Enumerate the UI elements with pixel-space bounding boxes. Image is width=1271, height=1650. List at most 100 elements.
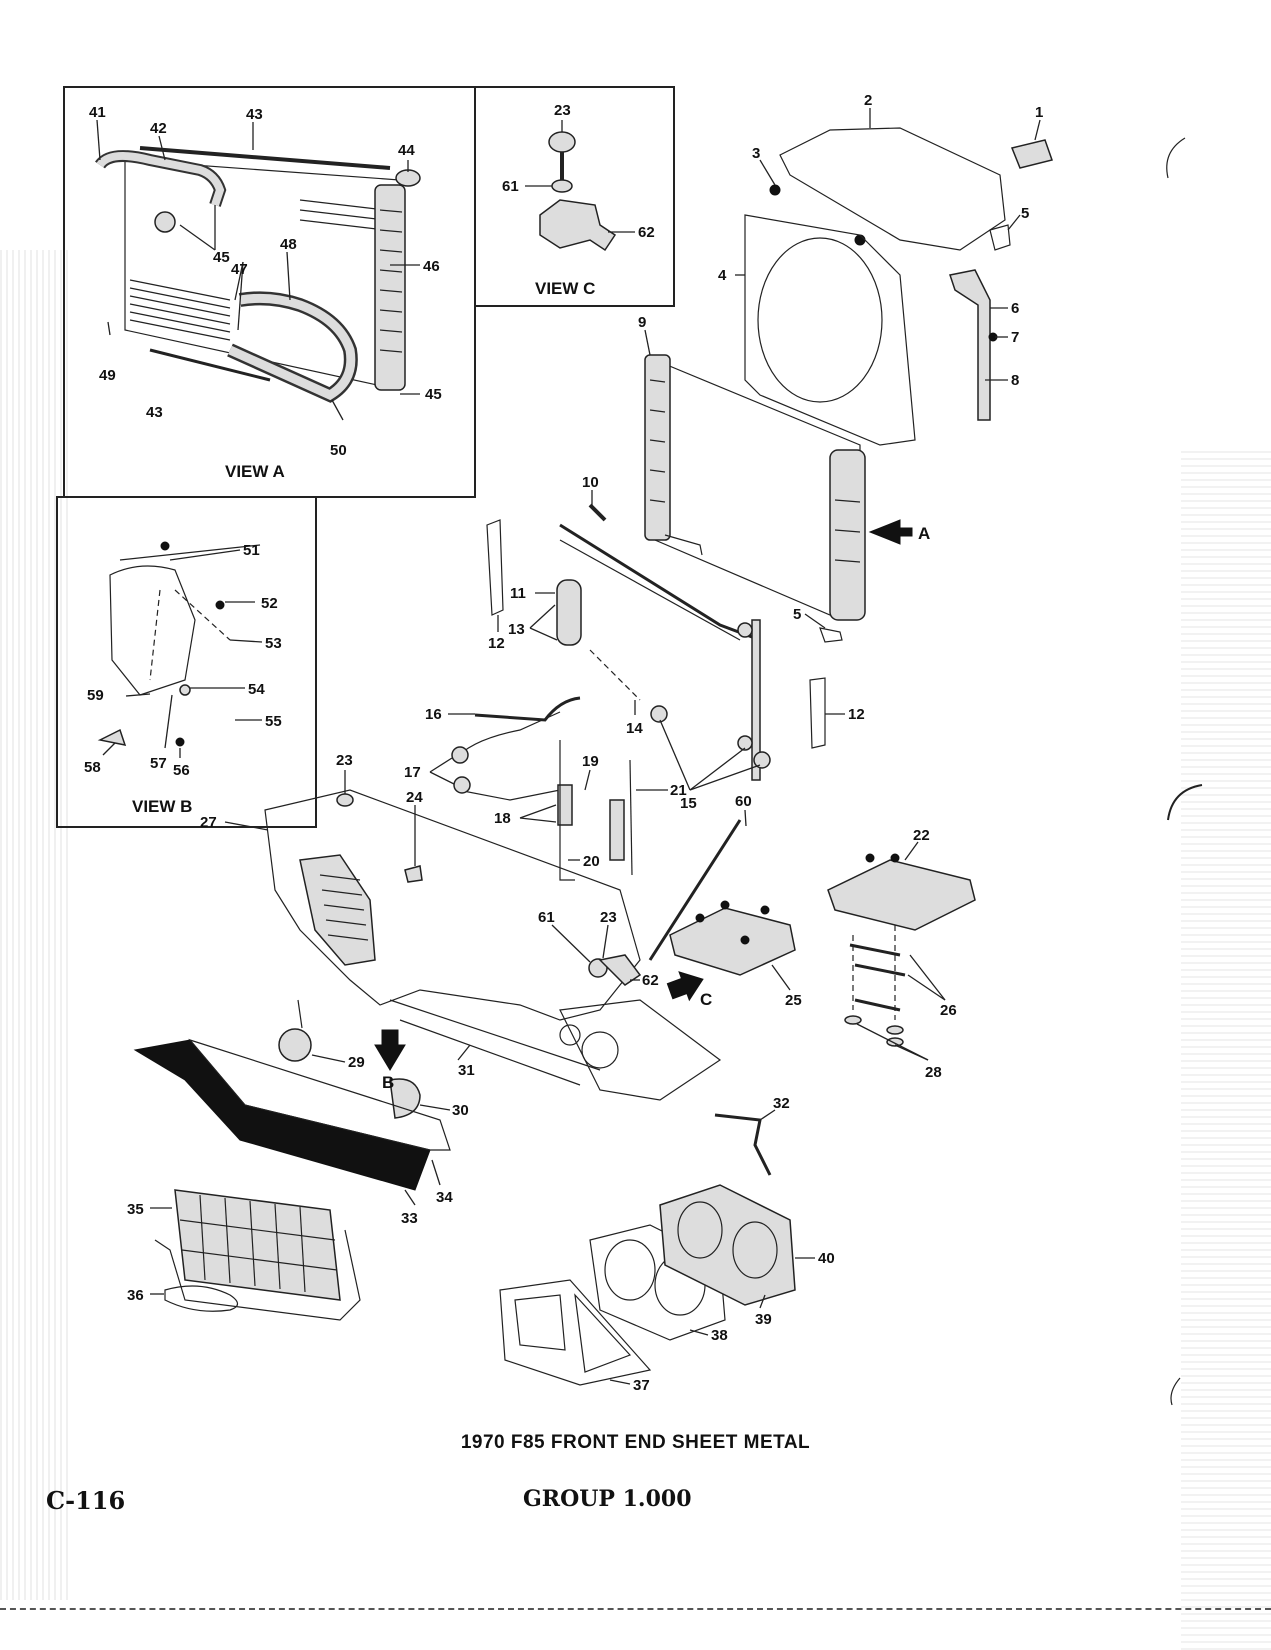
part-22-battery-tray — [827, 859, 976, 931]
callout-12-left: 12 — [488, 635, 505, 652]
callout-52: 52 — [261, 595, 278, 612]
callout-36: 36 — [127, 1287, 144, 1304]
arrow-a-letter: A — [918, 524, 930, 543]
radiator-support — [224, 770, 722, 1119]
part-4-fan-shroud — [744, 214, 916, 446]
callout-3: 3 — [752, 145, 760, 162]
arrow-c-letter: C — [700, 990, 712, 1009]
callout-47: 47 — [231, 261, 248, 278]
view-b-inset: 51 52 53 54 55 56 57 58 59 VIEW B — [56, 496, 317, 828]
callout-26: 26 — [940, 1002, 957, 1019]
diagram-caption: 1970 F85 FRONT END SHEET METAL — [460, 1432, 811, 1453]
radiator-cap — [395, 169, 421, 187]
view-c-bracket — [539, 199, 617, 252]
part-34-hood-lock-support — [188, 1038, 451, 1151]
callout-1: 1 — [1035, 104, 1043, 121]
margin-mark — [1167, 784, 1203, 821]
callout-60: 60 — [735, 793, 752, 810]
part-11-receiver-drier — [556, 579, 582, 646]
view-a-label: VIEW A — [225, 462, 285, 481]
callout-61-support: 61 — [538, 909, 555, 926]
callout-21: 21 — [670, 782, 687, 799]
callout-46: 46 — [423, 258, 440, 275]
callout-14: 14 — [626, 720, 643, 737]
callout-45-upper: 45 — [213, 249, 230, 266]
part-38-headlamp-housing — [589, 1224, 726, 1341]
callout-55: 55 — [265, 713, 282, 730]
part-27-radiator-support — [264, 789, 641, 1021]
callout-12-right: 12 — [848, 706, 865, 723]
battery-tray-assembly — [669, 841, 976, 1061]
callout-27: 27 — [200, 814, 217, 831]
arrow-a-pointer — [868, 519, 913, 545]
part-29-horn — [278, 1028, 312, 1062]
view-a-inset: 41 42 43 44 45 46 47 48 49 43 45 50 VIEW… — [63, 86, 476, 498]
callout-8: 8 — [1011, 372, 1019, 389]
bottom-rule — [0, 1608, 1271, 1610]
callout-28: 28 — [925, 1064, 942, 1081]
part-2-fan-shroud-upper — [779, 127, 1006, 251]
callout-58: 58 — [84, 759, 101, 776]
callout-20: 20 — [583, 853, 600, 870]
callout-40: 40 — [818, 1250, 835, 1267]
callout-11: 11 — [510, 585, 526, 602]
group-number: GROUP 1.000 — [523, 1486, 692, 1512]
callout-57: 57 — [150, 755, 167, 772]
callout-62-view-c: 62 — [638, 224, 655, 241]
callout-61-view-c: 61 — [502, 178, 519, 195]
callout-51: 51 — [243, 542, 260, 559]
callout-44: 44 — [398, 142, 415, 159]
arrow-c-pointer — [666, 971, 704, 1002]
callout-17: 17 — [404, 764, 421, 781]
scan-noise-left — [0, 250, 70, 1600]
callout-22: 22 — [913, 827, 930, 844]
part-30-horn — [389, 1078, 421, 1119]
part-39-headlamps — [659, 1184, 796, 1306]
arrow-b-letter: B — [382, 1073, 394, 1092]
callout-42: 42 — [150, 120, 167, 137]
view-b-label: VIEW B — [132, 797, 192, 816]
callout-53: 53 — [265, 635, 282, 652]
callout-37: 37 — [633, 1377, 650, 1394]
view-c-inset: 23 61 62 VIEW C — [474, 86, 675, 307]
callout-9: 9 — [638, 314, 646, 331]
callout-31: 31 — [458, 1062, 475, 1079]
callout-5-lower: 5 — [793, 606, 801, 623]
callout-10: 10 — [582, 474, 599, 491]
part-36-emblem — [164, 1285, 239, 1312]
washer-reservoir — [109, 565, 196, 696]
callout-33: 33 — [401, 1210, 418, 1227]
margin-mark — [1166, 137, 1186, 179]
callout-43-bottom: 43 — [146, 404, 163, 421]
part-37-headlamp-bezel — [499, 1279, 652, 1386]
part-25-battery-tray-lower — [669, 907, 796, 976]
callout-43-top: 43 — [246, 106, 263, 123]
callout-18: 18 — [494, 810, 511, 827]
bumper-pad — [548, 131, 576, 153]
callout-7: 7 — [1011, 329, 1019, 346]
callout-45-lower: 45 — [425, 386, 442, 403]
callout-25: 25 — [785, 992, 802, 1009]
part-35-grille — [174, 1189, 341, 1301]
callout-39: 39 — [755, 1311, 772, 1328]
callout-50: 50 — [330, 442, 347, 459]
callout-38: 38 — [711, 1327, 728, 1344]
callout-2: 2 — [864, 92, 872, 109]
callout-15: 15 — [680, 795, 697, 812]
callout-29: 29 — [348, 1054, 365, 1071]
callout-13: 13 — [508, 621, 525, 638]
callout-32: 32 — [773, 1095, 790, 1112]
callout-56: 56 — [173, 762, 190, 779]
callout-49: 49 — [99, 367, 116, 384]
callout-6: 6 — [1011, 300, 1019, 317]
margin-mark — [1170, 1377, 1181, 1406]
callout-34: 34 — [436, 1189, 453, 1206]
callout-23-support: 23 — [336, 752, 353, 769]
view-a-radiator — [124, 146, 421, 391]
callout-62-support: 62 — [642, 972, 659, 989]
callout-41: 41 — [89, 104, 106, 121]
part-12-bracket-right — [809, 677, 826, 749]
callout-48: 48 — [280, 236, 297, 253]
